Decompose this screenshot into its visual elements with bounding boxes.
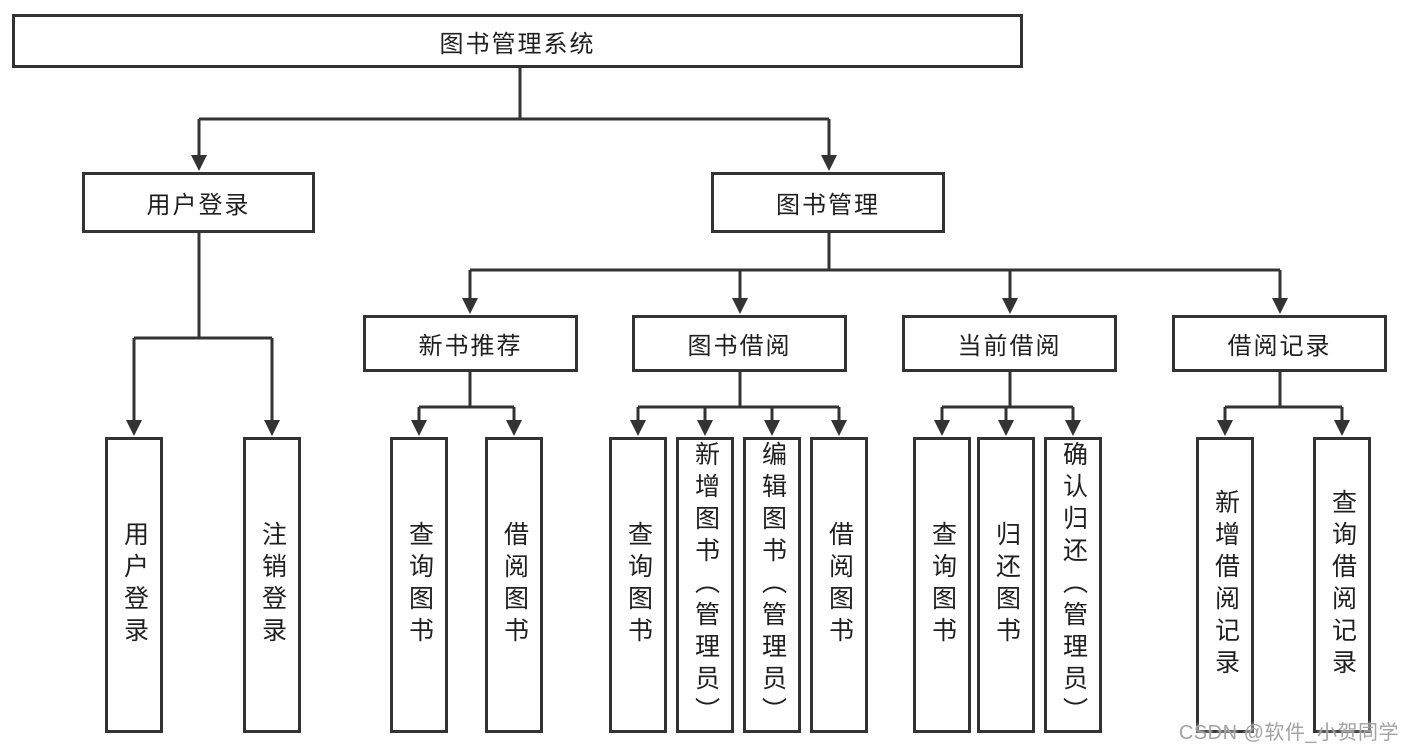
leaf-label: 确认归还（管理员） — [1059, 441, 1088, 729]
leaf-label: 用户登录 — [120, 521, 149, 649]
node-label: 图书管理 — [776, 192, 880, 219]
node-label: 新书推荐 — [418, 333, 523, 360]
leaf-query-books-recommend: 查询图书 — [390, 437, 448, 733]
leaf-label: 归还图书 — [992, 521, 1021, 649]
node-label: 用户登录 — [146, 192, 251, 219]
leaf-label: 查询图书 — [405, 521, 434, 649]
connector-user-login-to-leaves — [132, 233, 274, 423]
leaf-add-book-admin: 新增图书（管理员） — [676, 437, 734, 733]
leaf-return-books: 归还图书 — [977, 437, 1035, 733]
leaf-logout-login: 注销登录 — [243, 437, 301, 733]
leaf-edit-book-admin: 编辑图书（管理员） — [743, 437, 801, 733]
leaf-label: 新增图书（管理员） — [691, 441, 720, 729]
leaf-borrow-books-borrowing: 借阅图书 — [810, 437, 868, 733]
node-library-management-system: 图书管理系统 — [12, 14, 1023, 68]
node-book-management: 图书管理 — [711, 172, 945, 233]
connector-current-borrowing-to-leaves — [940, 372, 1075, 423]
leaf-borrow-books-recommend: 借阅图书 — [485, 437, 543, 733]
node-label: 图书借阅 — [687, 333, 792, 360]
leaf-query-borrow-record: 查询借阅记录 — [1313, 437, 1371, 733]
leaf-label: 查询图书 — [928, 521, 957, 649]
node-label: 借阅记录 — [1227, 333, 1332, 360]
leaf-label: 查询借阅记录 — [1328, 489, 1357, 681]
connector-borrow-records-to-leaves — [1223, 372, 1344, 423]
leaf-user-login: 用户登录 — [105, 437, 163, 733]
node-label: 当前借阅 — [957, 333, 1062, 360]
leaf-query-books-current: 查询图书 — [913, 437, 971, 733]
connector-book-borrowing-to-leaves — [636, 372, 841, 423]
node-borrow-records: 借阅记录 — [1172, 315, 1387, 372]
node-label: 图书管理系统 — [439, 30, 596, 58]
leaf-label: 新增借阅记录 — [1211, 489, 1240, 681]
connector-book-management-to-level3 — [468, 233, 1282, 301]
leaf-label: 编辑图书（管理员） — [758, 441, 787, 729]
connector-root-to-level2 — [197, 68, 831, 158]
leaf-add-borrow-record: 新增借阅记录 — [1196, 437, 1254, 733]
node-user-login: 用户登录 — [82, 172, 315, 233]
watermark: CSDN @软件_小贺同学 — [1178, 722, 1399, 744]
node-current-borrowing: 当前借阅 — [902, 315, 1117, 372]
node-book-borrowing: 图书借阅 — [632, 315, 847, 372]
leaf-label: 查询图书 — [624, 521, 653, 649]
node-new-book-recommend: 新书推荐 — [363, 315, 578, 372]
leaf-label: 借阅图书 — [500, 521, 529, 649]
leaf-label: 借阅图书 — [825, 521, 854, 649]
leaf-confirm-return-admin: 确认归还（管理员） — [1044, 437, 1102, 733]
connector-new-book-recommend-to-leaves — [417, 372, 516, 423]
leaf-label: 注销登录 — [258, 521, 287, 649]
leaf-query-books-borrowing: 查询图书 — [609, 437, 667, 733]
